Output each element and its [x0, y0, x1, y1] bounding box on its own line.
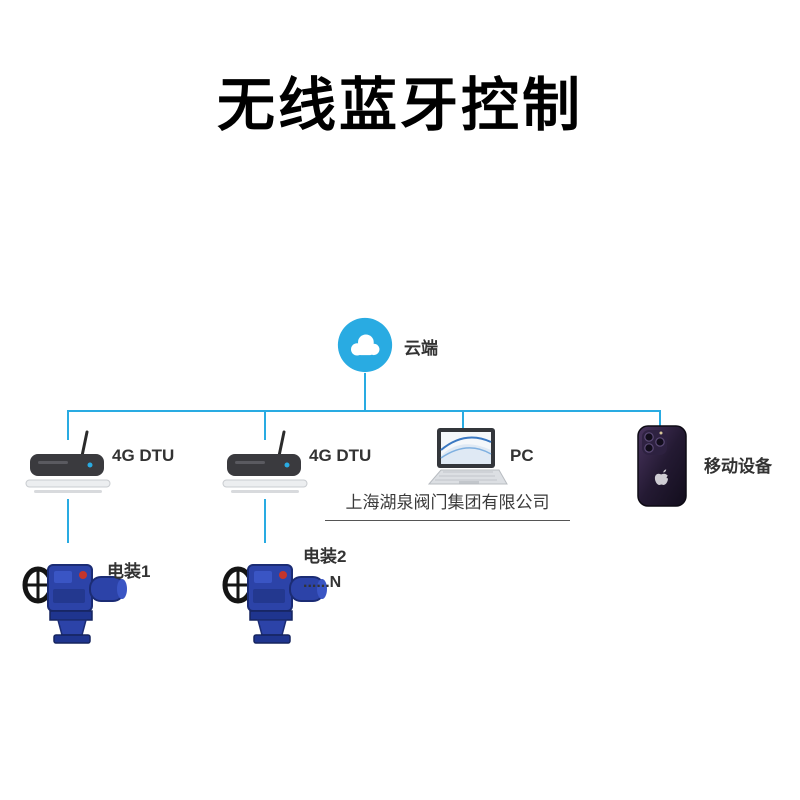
connector-actuator2-drop: [264, 499, 266, 543]
connector-mobile-drop: [659, 410, 661, 432]
connector-bus: [67, 410, 661, 412]
connector-actuator1-drop: [67, 499, 69, 543]
actuator2-more-label: ......N: [303, 574, 342, 591]
cloud-icon: [337, 317, 393, 373]
pc-label: PC: [510, 446, 534, 465]
actuator1-icon: [20, 543, 135, 648]
actuator2-icon: [220, 543, 335, 648]
router-dtu2-icon: [221, 430, 309, 498]
page-title: 无线蓝牙控制: [216, 73, 583, 138]
connector-cloud-drop: [364, 373, 366, 410]
actuator1-label: 电装1: [107, 562, 151, 581]
actuator2-label: 电装2: [303, 547, 347, 566]
connector-pc-drop: [462, 410, 464, 432]
mobile-label: 移动设备: [704, 457, 772, 476]
cloud-label: 云端: [404, 339, 438, 358]
laptop-icon: [415, 426, 511, 490]
watermark-text: 上海湖泉阀门集团有限公司: [325, 488, 570, 521]
smartphone-icon: [630, 424, 694, 508]
connector-dtu2-drop: [264, 410, 266, 440]
dtu1-label: 4G DTU: [112, 446, 175, 465]
connector-dtu1-drop: [67, 410, 69, 440]
dtu2-label: 4G DTU: [309, 446, 372, 465]
router-dtu1-icon: [24, 430, 112, 498]
